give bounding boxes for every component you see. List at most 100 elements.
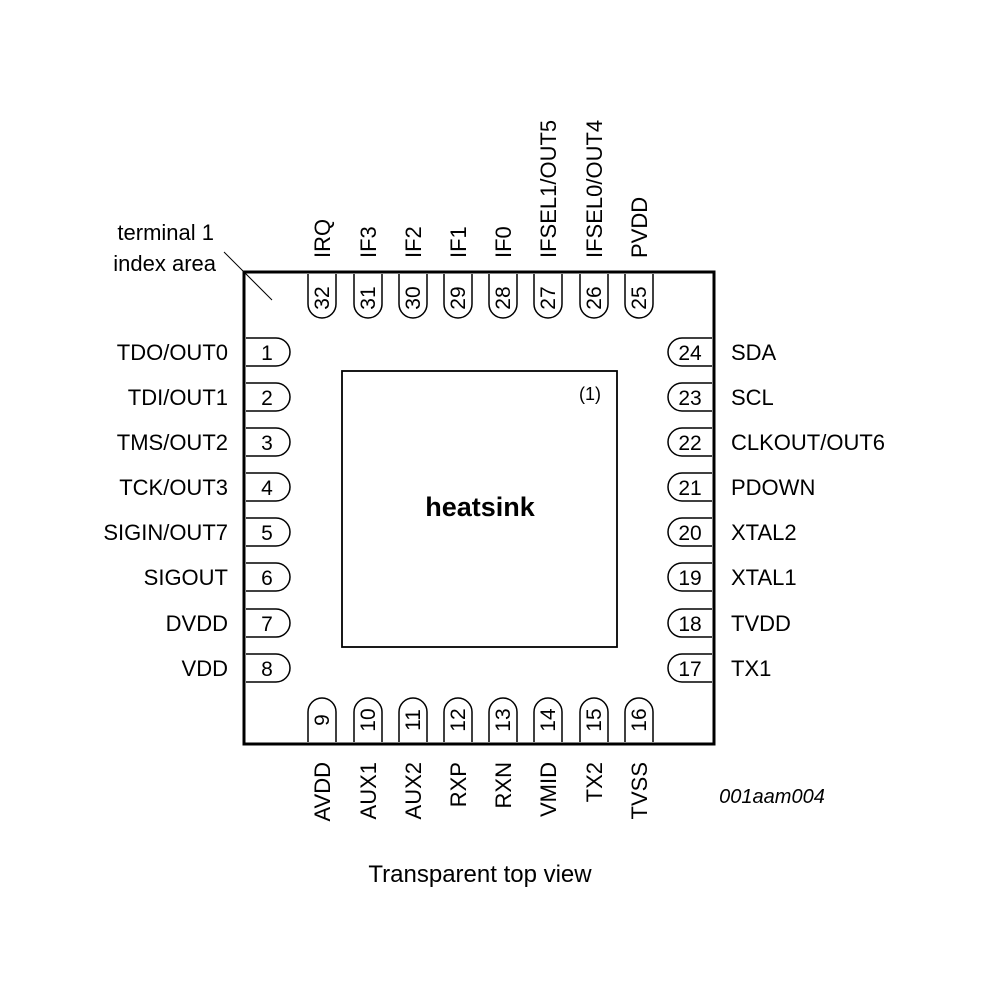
pin-pad-27 bbox=[533, 274, 563, 319]
package-body bbox=[242, 270, 716, 746]
pin-number-15: 15 bbox=[583, 708, 606, 731]
pin-number-31: 31 bbox=[357, 286, 380, 309]
pin-pad-9 bbox=[307, 697, 337, 742]
pin-pad-21 bbox=[667, 472, 712, 502]
pin-name-21: PDOWN bbox=[731, 475, 815, 500]
pin-pad-7 bbox=[246, 608, 291, 638]
pin-pad-13 bbox=[488, 697, 518, 742]
pin-name-6: SIGOUT bbox=[144, 565, 228, 590]
pin-name-13: RXN bbox=[491, 762, 516, 808]
pin-pad-15 bbox=[579, 697, 609, 742]
pin-name-32: IRQ bbox=[310, 219, 335, 258]
pin-number-13: 13 bbox=[492, 708, 515, 731]
pin-name-7: DVDD bbox=[166, 611, 228, 636]
pin-number-24: 24 bbox=[678, 342, 702, 365]
pin-number-30: 30 bbox=[402, 286, 425, 309]
index-note-line1: terminal 1 bbox=[117, 220, 214, 245]
pin-pad-24 bbox=[667, 337, 712, 367]
pin-number-14: 14 bbox=[537, 708, 560, 732]
pin-number-8: 8 bbox=[261, 658, 273, 681]
pin-number-21: 21 bbox=[678, 477, 701, 500]
pin-number-9: 9 bbox=[311, 714, 334, 726]
pin-number-7: 7 bbox=[261, 613, 273, 636]
drawing-id: 001aam004 bbox=[719, 786, 825, 808]
pin-pad-30 bbox=[398, 274, 428, 319]
pin-number-32: 32 bbox=[311, 286, 334, 309]
pin-pad-16 bbox=[624, 697, 654, 742]
pin-number-27: 27 bbox=[537, 286, 560, 309]
pin-number-10: 10 bbox=[357, 708, 380, 731]
pin-name-25: PVDD bbox=[627, 197, 652, 258]
pin-pad-19 bbox=[667, 562, 712, 592]
pin-name-31: IF3 bbox=[356, 226, 381, 258]
pin-pad-32 bbox=[307, 274, 337, 319]
pin-number-26: 26 bbox=[583, 286, 606, 309]
pin-name-29: IF1 bbox=[446, 226, 471, 258]
pin-number-20: 20 bbox=[678, 522, 701, 545]
pin-name-23: SCL bbox=[731, 385, 774, 410]
pin-name-14: VMID bbox=[536, 762, 561, 817]
pin-name-30: IF2 bbox=[401, 226, 426, 258]
pin-name-9: AVDD bbox=[310, 762, 335, 822]
pin-name-12: RXP bbox=[446, 762, 471, 807]
pin-pad-11 bbox=[398, 697, 428, 742]
pin-pad-5 bbox=[246, 517, 291, 547]
pin-pad-3 bbox=[246, 427, 291, 457]
heatsink-pad bbox=[341, 370, 618, 648]
index-note-line2: index area bbox=[113, 251, 217, 276]
pin-number-22: 22 bbox=[678, 432, 701, 455]
pin-pad-29 bbox=[443, 274, 473, 319]
pin-number-28: 28 bbox=[492, 286, 515, 309]
pin-name-15: TX2 bbox=[582, 762, 607, 802]
pin-name-4: TCK/OUT3 bbox=[119, 475, 228, 500]
pin-number-11: 11 bbox=[402, 709, 425, 731]
pin-pad-28 bbox=[488, 274, 518, 319]
index-leader-line bbox=[223, 251, 273, 301]
pin-pad-25 bbox=[624, 274, 654, 319]
pin-pad-2 bbox=[246, 382, 291, 412]
pin-number-5: 5 bbox=[261, 522, 273, 545]
pin-pad-31 bbox=[353, 274, 383, 319]
pin-pad-20 bbox=[667, 517, 712, 547]
pin-number-19: 19 bbox=[678, 567, 701, 590]
pin-name-24: SDA bbox=[731, 340, 777, 365]
pin-layer: 1TDO/OUT02TDI/OUT13TMS/OUT24TCK/OUT35SIG… bbox=[103, 120, 885, 822]
pin-pad-18 bbox=[667, 608, 712, 638]
pin-number-25: 25 bbox=[628, 286, 651, 309]
pin-number-17: 17 bbox=[678, 658, 701, 681]
pin-name-11: AUX2 bbox=[401, 762, 426, 819]
pin-name-5: SIGIN/OUT7 bbox=[103, 520, 228, 545]
pin-pad-4 bbox=[246, 472, 291, 502]
pin-name-22: CLKOUT/OUT6 bbox=[731, 430, 885, 455]
pin-pad-12 bbox=[443, 697, 473, 742]
pin-name-26: IFSEL0/OUT4 bbox=[582, 120, 607, 258]
pin-pad-17 bbox=[667, 653, 712, 683]
pin-number-23: 23 bbox=[678, 387, 701, 410]
pin-pad-14 bbox=[533, 697, 563, 742]
pin-name-27: IFSEL1/OUT5 bbox=[536, 120, 561, 258]
pin-name-1: TDO/OUT0 bbox=[117, 340, 228, 365]
pin-number-6: 6 bbox=[261, 567, 273, 590]
pin-number-4: 4 bbox=[261, 477, 273, 500]
pin-number-16: 16 bbox=[628, 708, 651, 731]
pin-name-19: XTAL1 bbox=[731, 565, 797, 590]
pin-pad-6 bbox=[246, 562, 291, 592]
heatsink-label: heatsink bbox=[425, 492, 536, 522]
pin-pad-26 bbox=[579, 274, 609, 319]
pin-pad-1 bbox=[246, 337, 291, 367]
pin-name-16: TVSS bbox=[627, 762, 652, 819]
pin-pad-10 bbox=[353, 697, 383, 742]
pin-name-28: IF0 bbox=[491, 226, 516, 258]
pin-name-8: VDD bbox=[182, 656, 228, 681]
pin-name-10: AUX1 bbox=[356, 762, 381, 819]
pin-name-20: XTAL2 bbox=[731, 520, 797, 545]
pin-number-1: 1 bbox=[261, 342, 273, 365]
pin-number-18: 18 bbox=[678, 613, 701, 636]
view-caption: Transparent top view bbox=[368, 861, 592, 888]
pin-pad-22 bbox=[667, 427, 712, 457]
pin-number-3: 3 bbox=[261, 432, 273, 455]
pin-name-3: TMS/OUT2 bbox=[117, 430, 228, 455]
pin-number-12: 12 bbox=[447, 708, 470, 731]
